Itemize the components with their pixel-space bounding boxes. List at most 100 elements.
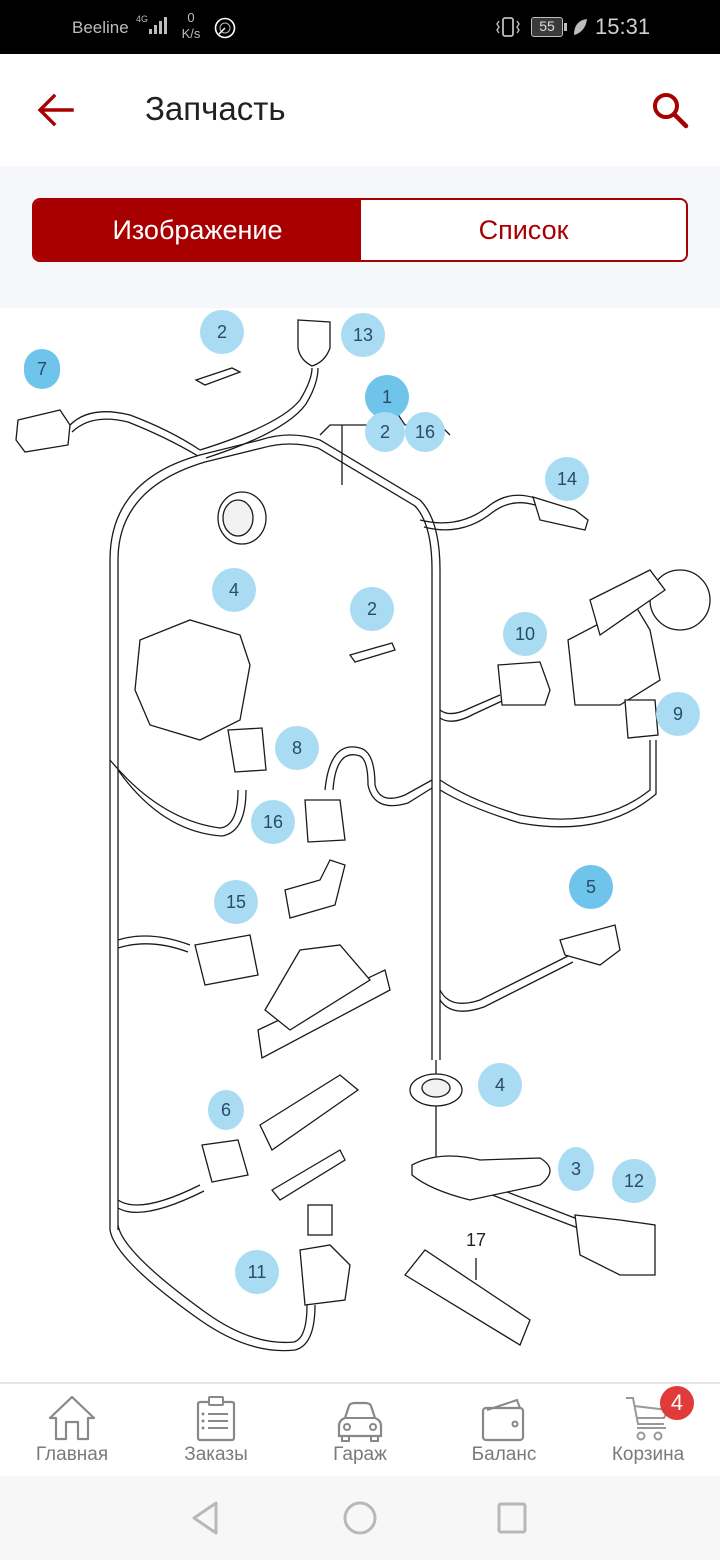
connector-14-shape xyxy=(532,496,589,531)
callout-15[interactable]: 15 xyxy=(214,880,258,924)
view-switcher: Изображение Список xyxy=(32,198,688,262)
harness-wire xyxy=(324,746,433,799)
callout-6[interactable]: 6 xyxy=(208,1090,244,1130)
system-navigation-bar xyxy=(0,1476,720,1560)
connector-11-shape xyxy=(299,1244,351,1306)
system-recents-icon[interactable] xyxy=(496,1500,528,1536)
connector-15-shape xyxy=(194,934,259,986)
callout-10[interactable]: 10 xyxy=(503,612,547,656)
battery-tip xyxy=(564,23,567,31)
network-type: 4G xyxy=(136,14,149,24)
nav-home-label: Главная xyxy=(35,1444,109,1465)
harness-wire xyxy=(117,769,247,837)
sleeve-3-shape xyxy=(411,1155,551,1201)
callout-3[interactable]: 3 xyxy=(558,1147,594,1191)
connector-13-shape xyxy=(297,319,331,367)
nav-cart[interactable]: Корзина 4 xyxy=(576,1384,720,1476)
callout-11[interactable]: 11 xyxy=(235,1250,279,1294)
wiring-harness-drawing xyxy=(15,319,711,1352)
home-icon xyxy=(48,1395,96,1441)
harness-wire xyxy=(439,954,571,1004)
harness-wire xyxy=(69,411,201,451)
back-button[interactable] xyxy=(30,88,82,132)
nav-garage[interactable]: Гараж xyxy=(288,1384,432,1476)
callout-5[interactable]: 5 xyxy=(569,865,613,909)
callout-4-top[interactable]: 4 xyxy=(212,568,256,612)
callout-16-range[interactable]: 16 xyxy=(405,412,445,452)
clip-2-mid-shape xyxy=(348,642,396,663)
harness-wire xyxy=(117,1190,205,1213)
callout-17[interactable]: 17 xyxy=(466,1230,487,1250)
callout-7[interactable]: 7 xyxy=(24,349,60,389)
callout-12[interactable]: 12 xyxy=(612,1159,656,1203)
status-bar: Beeline 4G 0 K/s 55 15:31 xyxy=(0,0,720,54)
cart-count-badge: 4 xyxy=(660,1386,694,1420)
nav-orders[interactable]: Заказы xyxy=(144,1384,288,1476)
harness-wire xyxy=(117,1224,308,1344)
connector-10-shape xyxy=(497,661,551,706)
harness-wire xyxy=(439,740,657,828)
connector-5-shape xyxy=(559,924,621,966)
nav-balance-label: Баланс xyxy=(471,1444,537,1465)
connector-8-shape xyxy=(227,727,267,773)
door-lock-shape xyxy=(134,619,251,741)
signal-icon xyxy=(149,17,167,34)
grease-tube-shape xyxy=(404,1249,531,1346)
harness-wire xyxy=(439,961,574,1012)
callout-16[interactable]: 16 xyxy=(251,800,295,844)
clipboard-icon xyxy=(196,1396,236,1442)
view-switcher-area: Изображение Список xyxy=(0,166,720,308)
battery-indicator: 55 xyxy=(531,17,563,37)
nav-home[interactable]: Главная xyxy=(0,1384,144,1476)
nav-orders-label: Заказы xyxy=(184,1444,248,1465)
connector-7-shape xyxy=(15,409,71,453)
harness-wire xyxy=(205,367,319,459)
system-home-icon[interactable] xyxy=(342,1500,378,1536)
system-back-icon[interactable] xyxy=(190,1500,222,1536)
harness-wire xyxy=(109,434,441,1230)
network-speed: 0 K/s xyxy=(181,10,201,41)
callout-1[interactable]: 1 xyxy=(365,375,409,419)
callout-4-low[interactable]: 4 xyxy=(478,1063,522,1107)
harness-wire xyxy=(439,700,503,722)
app-bar: Запчасть xyxy=(0,54,720,166)
nav-garage-label: Гараж xyxy=(333,1444,387,1465)
page-title: Запчасть xyxy=(145,90,286,127)
search-button[interactable] xyxy=(646,86,694,134)
wallet-icon xyxy=(481,1398,525,1442)
callout-2-top[interactable]: 2 xyxy=(200,310,244,354)
leaf-icon xyxy=(574,19,587,35)
nav-cart-label: Корзина xyxy=(611,1444,685,1465)
tab-list[interactable]: Список xyxy=(361,200,686,260)
harness-wire xyxy=(71,418,199,457)
nav-balance[interactable]: Баланс xyxy=(432,1384,576,1476)
connector-6-shape xyxy=(201,1139,249,1183)
harness-wire xyxy=(117,943,189,953)
harness-wire xyxy=(439,740,651,820)
harness-wire xyxy=(419,494,536,524)
car-icon xyxy=(337,1401,383,1442)
connector-12-shape xyxy=(574,1214,656,1276)
vibrate-icon xyxy=(496,17,520,37)
clip-2-top-shape xyxy=(194,367,242,386)
callout-2-mid[interactable]: 2 xyxy=(350,587,394,631)
harness-wire xyxy=(117,1184,201,1206)
callout-9[interactable]: 9 xyxy=(656,692,700,736)
radar-icon xyxy=(214,17,236,39)
arrow-left-icon xyxy=(37,93,74,127)
callout-8[interactable]: 8 xyxy=(275,726,319,770)
carrier-name: Beeline xyxy=(72,18,129,37)
search-icon xyxy=(653,93,689,129)
harness-wire xyxy=(117,935,191,946)
harness-wire xyxy=(199,367,313,451)
callout-13[interactable]: 13 xyxy=(341,313,385,357)
switch-16-shape xyxy=(304,799,346,843)
harness-wire xyxy=(423,502,536,531)
tab-image[interactable]: Изображение xyxy=(34,200,361,260)
harness-wire xyxy=(109,759,239,829)
connector-9-shape xyxy=(624,699,659,739)
callout-2-range[interactable]: 2 xyxy=(365,412,405,452)
clock: 15:31 xyxy=(595,14,651,39)
callout-14[interactable]: 14 xyxy=(545,457,589,501)
lever-shape xyxy=(284,859,346,919)
